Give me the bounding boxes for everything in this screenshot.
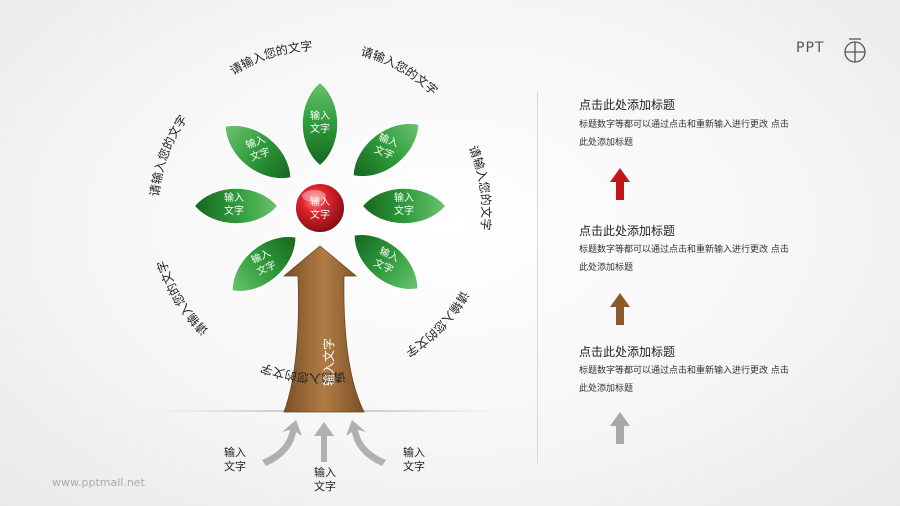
step-3-desc: 标题数字等都可以通过点击和重新输入进行更改 点击此处添加标题 xyxy=(579,366,789,394)
input-label-right: 输入 文字 xyxy=(403,446,425,473)
leaf-lower-left xyxy=(231,235,297,293)
circle-text-6: 请输入您的文字 xyxy=(148,112,190,197)
step-2-desc: 标题数字等都可以通过点击和重新输入进行更改 点击此处添加标题 xyxy=(579,245,789,273)
step-arrow-3 xyxy=(610,412,630,444)
center-ball xyxy=(294,182,346,234)
leaf-upper-left xyxy=(224,124,292,180)
logo-text: PPT xyxy=(796,40,825,56)
leaf-top xyxy=(301,81,339,167)
step-2-title: 点击此处添加标题 xyxy=(579,224,676,238)
leaf-group xyxy=(193,81,447,293)
circle-text-1: 请输入您的文字 xyxy=(359,44,441,98)
step-arrow-2 xyxy=(610,293,630,325)
input-arrow-left xyxy=(262,420,302,466)
center-label: 输入 文字 xyxy=(310,197,330,221)
circle-text-3: 请输入您的文字 xyxy=(403,289,472,361)
svg-text:请输入您的文字: 请输入您的文字 xyxy=(403,289,472,361)
svg-text:请输入您的文字: 请输入您的文字 xyxy=(466,144,494,231)
logo-flower-icon xyxy=(844,38,866,63)
svg-text:请输入您的文字: 请输入您的文字 xyxy=(154,259,211,338)
leaf-left xyxy=(193,187,279,225)
circle-text-5: 请输入您的文字 xyxy=(154,259,211,338)
input-arrow-right xyxy=(346,420,386,466)
svg-text:请输入您的文字: 请输入您的文字 xyxy=(148,112,190,197)
step-3-title: 点击此处添加标题 xyxy=(579,345,676,359)
input-arrow-middle xyxy=(314,422,334,462)
vertical-divider xyxy=(537,92,538,464)
input-label-left: 输入 文字 xyxy=(224,446,246,473)
brand-logo: PPT xyxy=(796,36,876,66)
trunk-arrow xyxy=(282,245,365,413)
step-1-desc: 标题数字等都可以通过点击和重新输入进行更改 点击此处添加标题 xyxy=(579,120,789,148)
svg-text:请输入您的文字: 请输入您的文字 xyxy=(228,38,313,78)
svg-text:请输入您的文字: 请输入您的文字 xyxy=(359,44,441,98)
leaf-upper-right xyxy=(352,122,420,178)
leaf-label-top: 输入 文字 xyxy=(310,111,330,135)
leaf-right xyxy=(361,187,447,225)
leaf-lower-right xyxy=(353,233,419,291)
circle-text-7: 请输入您的文字 xyxy=(228,38,313,78)
step-arrow-1 xyxy=(610,168,630,200)
leaf-label-right: 输入 文字 xyxy=(394,193,414,217)
input-arrows xyxy=(262,420,386,466)
watermark: www.pptmall.net xyxy=(52,476,145,489)
circle-text-2: 请输入您的文字 xyxy=(466,144,494,231)
step-1-title: 点击此处添加标题 xyxy=(579,98,676,112)
leaf-label-left: 输入 文字 xyxy=(224,193,244,217)
step-arrows xyxy=(610,168,630,444)
trunk-label: 输入文字 xyxy=(321,338,336,386)
input-label-middle: 输入 文字 xyxy=(314,466,336,493)
